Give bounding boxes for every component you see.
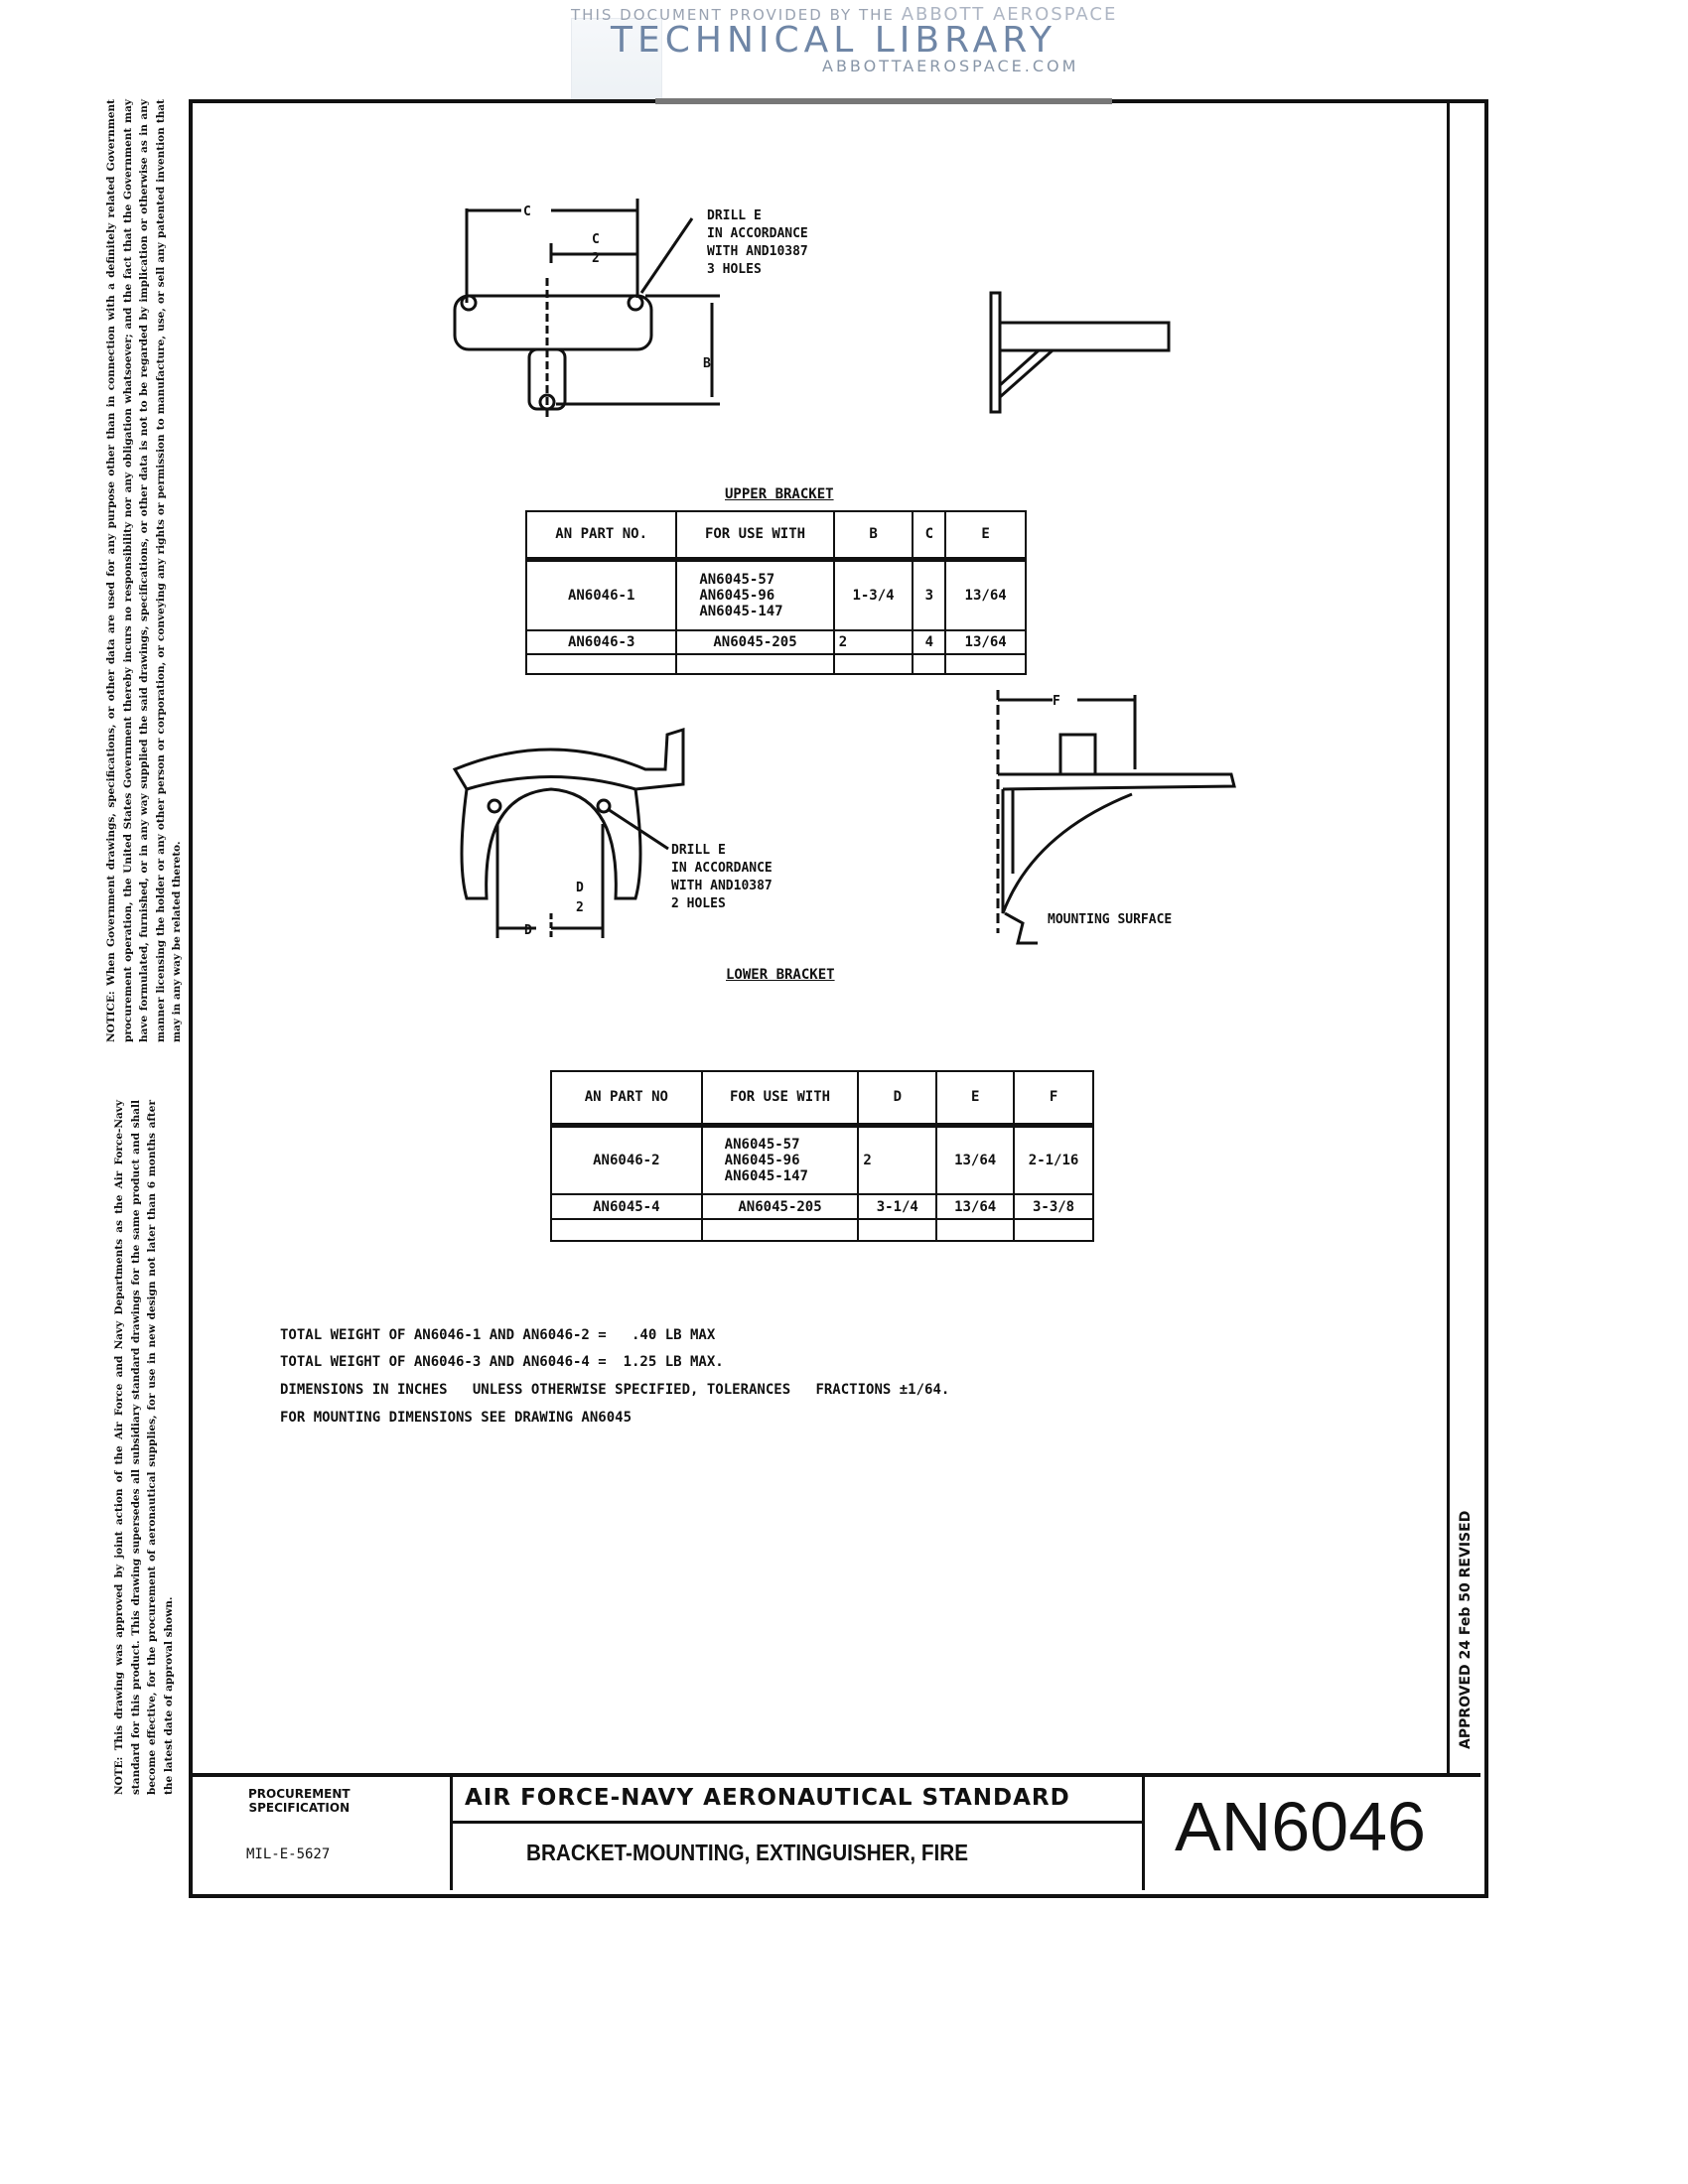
d-cell: 3-1/4 — [857, 1193, 938, 1220]
lower-drill-1: DRILL E — [671, 843, 726, 858]
e-cell: 13/64 — [944, 629, 1027, 655]
header-part: AN PART NO — [550, 1070, 703, 1128]
dim-c-label: C — [523, 205, 531, 219]
e-cell: 13/64 — [935, 1124, 1016, 1195]
upper-bracket-side-view — [989, 291, 1171, 414]
upper-bracket-table: AN PART NO. FOR USE WITH B C E AN6046-1 … — [524, 510, 1027, 675]
use-cell: AN6045-57 AN6045-96 AN6045-147 — [675, 558, 835, 631]
lower-bracket-title: LOWER BRACKET — [726, 967, 835, 983]
header-d: D — [857, 1070, 938, 1128]
watermark-brand: ABBOTT AEROSPACE — [901, 4, 1118, 25]
use-item: AN6045-96 — [699, 587, 775, 604]
c-cell: 4 — [912, 629, 947, 655]
table-row: AN6045-4 AN6045-205 3-1/4 13/64 3-3/8 — [550, 1193, 1094, 1220]
spec-number: MIL-E-5627 — [246, 1846, 331, 1862]
part-cell: AN6045-4 — [550, 1193, 703, 1220]
mounting-surface-label: MOUNTING SURFACE — [1048, 912, 1172, 927]
title-block-divider — [453, 1821, 1142, 1824]
dim-d-half-num: D — [576, 881, 584, 895]
header-f: F — [1013, 1070, 1094, 1128]
empty-row — [524, 653, 1027, 675]
empty-row — [550, 1218, 1094, 1242]
watermark-logo — [571, 18, 662, 99]
e-cell: 13/64 — [935, 1193, 1016, 1220]
upper-drill-1: DRILL E — [707, 208, 762, 223]
table-header-row: AN PART NO. FOR USE WITH B C E — [524, 510, 1027, 562]
watermark-prefix: THIS DOCUMENT PROVIDED BY THE — [571, 6, 895, 24]
header-e: E — [944, 510, 1027, 562]
b-cell: 1-3/4 — [832, 558, 914, 631]
note-mounting: FOR MOUNTING DIMENSIONS SEE DRAWING AN60… — [280, 1410, 633, 1426]
lower-bracket-front-view — [452, 727, 685, 938]
scan-artifact — [655, 98, 1112, 104]
header-use: FOR USE WITH — [675, 510, 835, 562]
title-block-divider — [193, 1773, 1480, 1777]
f-cell: 2-1/16 — [1013, 1124, 1094, 1195]
dim-c-half-den: 2 — [592, 251, 600, 266]
dim-f-label: F — [1053, 694, 1060, 709]
watermark-title: TECHNICAL LIBRARY — [611, 20, 1057, 61]
use-cell: AN6045-205 — [675, 629, 835, 655]
note-weight-2: TOTAL WEIGHT OF AN6046-3 AND AN6046-4 = … — [280, 1354, 724, 1370]
upper-drill-2: IN ACCORDANCE — [707, 226, 808, 241]
use-item: AN6045-147 — [699, 603, 783, 619]
c-cell: 3 — [912, 558, 947, 631]
e-cell: 13/64 — [944, 558, 1027, 631]
table-row: AN6046-1 AN6045-57 AN6045-96 AN6045-147 … — [524, 558, 1027, 631]
use-item: AN6045-96 — [724, 1152, 800, 1168]
procurement-label: PROCUREMENT — [248, 1787, 351, 1801]
table-row: AN6046-2 AN6045-57 AN6045-96 AN6045-147 … — [550, 1124, 1094, 1195]
header-b: B — [832, 510, 914, 562]
lower-bracket-table: AN PART NO FOR USE WITH D E F AN6046-2 A… — [550, 1070, 1094, 1242]
b-cell: 2 — [832, 629, 914, 655]
revision-column-line — [1447, 103, 1450, 1775]
use-item: AN6045-57 — [724, 1136, 800, 1153]
title-block-divider — [450, 1777, 453, 1890]
dim-d-half-den: 2 — [576, 900, 584, 915]
dim-c-half-num: C — [592, 232, 600, 247]
drawing-number: AN6046 — [1175, 1788, 1426, 1865]
header-c: C — [912, 510, 947, 562]
watermark-line1: THIS DOCUMENT PROVIDED BY THE ABBOTT AER… — [571, 4, 1117, 25]
use-item: AN6045-147 — [724, 1167, 808, 1184]
note-weight-1: TOTAL WEIGHT OF AN6046-1 AND AN6046-2 = … — [280, 1327, 716, 1343]
part-cell: AN6046-1 — [524, 558, 678, 631]
organization-title: AIR FORCE-NAVY AERONAUTICAL STANDARD — [465, 1785, 1070, 1811]
d-cell: 2 — [857, 1124, 938, 1195]
part-cell: AN6046-2 — [550, 1124, 703, 1195]
dim-d-label: D — [524, 923, 532, 938]
title-block-divider — [1142, 1777, 1145, 1890]
upper-bracket-title: UPPER BRACKET — [725, 486, 834, 502]
drawing-title: BRACKET-MOUNTING, EXTINGUISHER, FIRE — [526, 1840, 969, 1865]
use-item: AN6045-57 — [699, 571, 775, 588]
upper-drill-3: WITH AND10387 — [707, 244, 808, 259]
dim-b-label: B — [703, 356, 711, 371]
header-e: E — [935, 1070, 1016, 1128]
table-row: AN6046-3 AN6045-205 2 4 13/64 — [524, 629, 1027, 655]
f-cell: 3-3/8 — [1013, 1193, 1094, 1220]
header-part: AN PART NO. — [524, 510, 678, 562]
use-cell: AN6045-57 AN6045-96 AN6045-147 — [700, 1124, 860, 1195]
note-tolerances: DIMENSIONS IN INCHES UNLESS OTHERWISE SP… — [280, 1382, 950, 1398]
specification-label: SPECIFICATION — [248, 1801, 351, 1815]
header-use: FOR USE WITH — [700, 1070, 860, 1128]
bracket-drawings: C C 2 B DRILL E IN ACCORDANCE WITH AND10… — [452, 199, 1236, 945]
lower-drill-3: WITH AND10387 — [671, 879, 773, 893]
watermark-url: ABBOTTAEROSPACE.COM — [822, 57, 1079, 75]
procurement-specification-label: PROCUREMENT SPECIFICATION — [248, 1787, 351, 1815]
upper-drill-4: 3 HOLES — [707, 262, 762, 277]
lower-bracket-side-view — [996, 690, 1236, 945]
table-header-row: AN PART NO FOR USE WITH D E F — [550, 1070, 1094, 1128]
part-cell: AN6046-3 — [524, 629, 678, 655]
lower-drill-4: 2 HOLES — [671, 896, 726, 911]
lower-drill-2: IN ACCORDANCE — [671, 861, 773, 876]
upper-bracket-front-view — [453, 199, 720, 417]
use-cell: AN6045-205 — [700, 1193, 860, 1220]
